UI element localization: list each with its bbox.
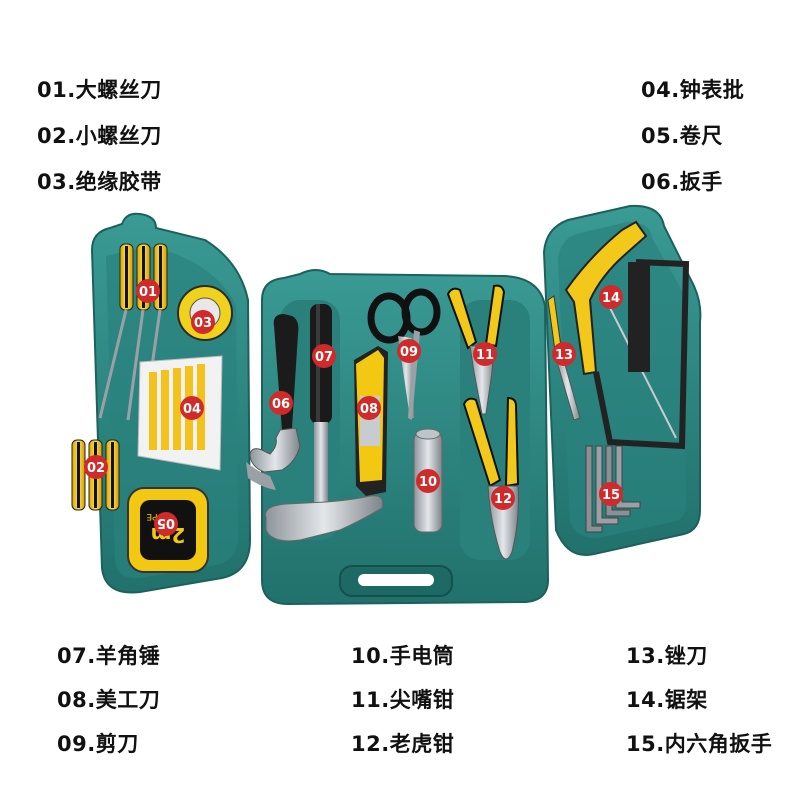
svg-text:06: 06	[272, 397, 290, 412]
label-insulation-tape: 03.绝缘胶带	[37, 170, 162, 194]
svg-text:05: 05	[157, 515, 175, 530]
svg-text:09: 09	[400, 345, 418, 360]
label-utility-knife: 08.美工刀	[57, 688, 161, 712]
badge-07: 07	[312, 344, 336, 368]
svg-text:12: 12	[494, 492, 512, 507]
badge-10: 10	[416, 469, 440, 493]
label-watch-screwdriver: 04.钟表批	[641, 78, 745, 102]
svg-text:04: 04	[183, 402, 201, 417]
label-hex-key-set: 15.内六角扳手	[626, 732, 773, 756]
badge-11: 11	[473, 342, 497, 366]
svg-text:11: 11	[476, 348, 494, 363]
svg-text:01: 01	[139, 285, 157, 300]
utility-knife	[354, 346, 388, 496]
badge-13: 13	[552, 342, 576, 366]
svg-text:03: 03	[194, 316, 212, 331]
badge-08: 08	[357, 396, 381, 420]
badge-04: 04	[180, 396, 204, 420]
big-screwdriver-set	[98, 243, 168, 421]
tape-measure-brand: PE	[146, 511, 157, 521]
svg-text:15: 15	[602, 488, 620, 503]
label-scissors: 09.剪刀	[57, 732, 139, 756]
badge-05: 05	[154, 512, 178, 536]
svg-text:02: 02	[87, 461, 105, 476]
badge-14: 14	[599, 285, 623, 309]
svg-text:13: 13	[555, 348, 573, 363]
badge-03: 03	[191, 310, 215, 334]
label-small-screwdriver: 02.小螺丝刀	[37, 124, 162, 148]
label-file: 13.锉刀	[626, 644, 708, 668]
svg-text:14: 14	[602, 291, 620, 306]
label-claw-hammer: 07.羊角锤	[57, 644, 161, 668]
badge-12: 12	[491, 486, 515, 510]
svg-text:08: 08	[360, 402, 378, 417]
badge-06: 06	[269, 391, 293, 415]
label-tape-measure: 05.卷尺	[641, 124, 723, 148]
label-big-screwdriver: 01.大螺丝刀	[37, 78, 162, 102]
badge-01: 01	[136, 279, 160, 303]
needle-nose-pliers	[446, 284, 506, 415]
label-combination-pliers: 12.老虎钳	[351, 732, 455, 756]
label-wrench: 06.扳手	[641, 170, 723, 194]
svg-text:10: 10	[419, 475, 437, 490]
badge-15: 15	[599, 482, 623, 506]
label-needle-nose-pliers: 11.尖嘴钳	[351, 688, 455, 712]
hacksaw-frame	[564, 220, 690, 450]
label-flashlight: 10.手电筒	[351, 644, 455, 668]
badge-02: 02	[84, 455, 108, 479]
badge-09: 09	[397, 339, 421, 363]
label-saw-frame: 14.锯架	[626, 688, 708, 712]
svg-text:07: 07	[315, 350, 333, 365]
watch-screwdriver-box	[137, 355, 223, 471]
